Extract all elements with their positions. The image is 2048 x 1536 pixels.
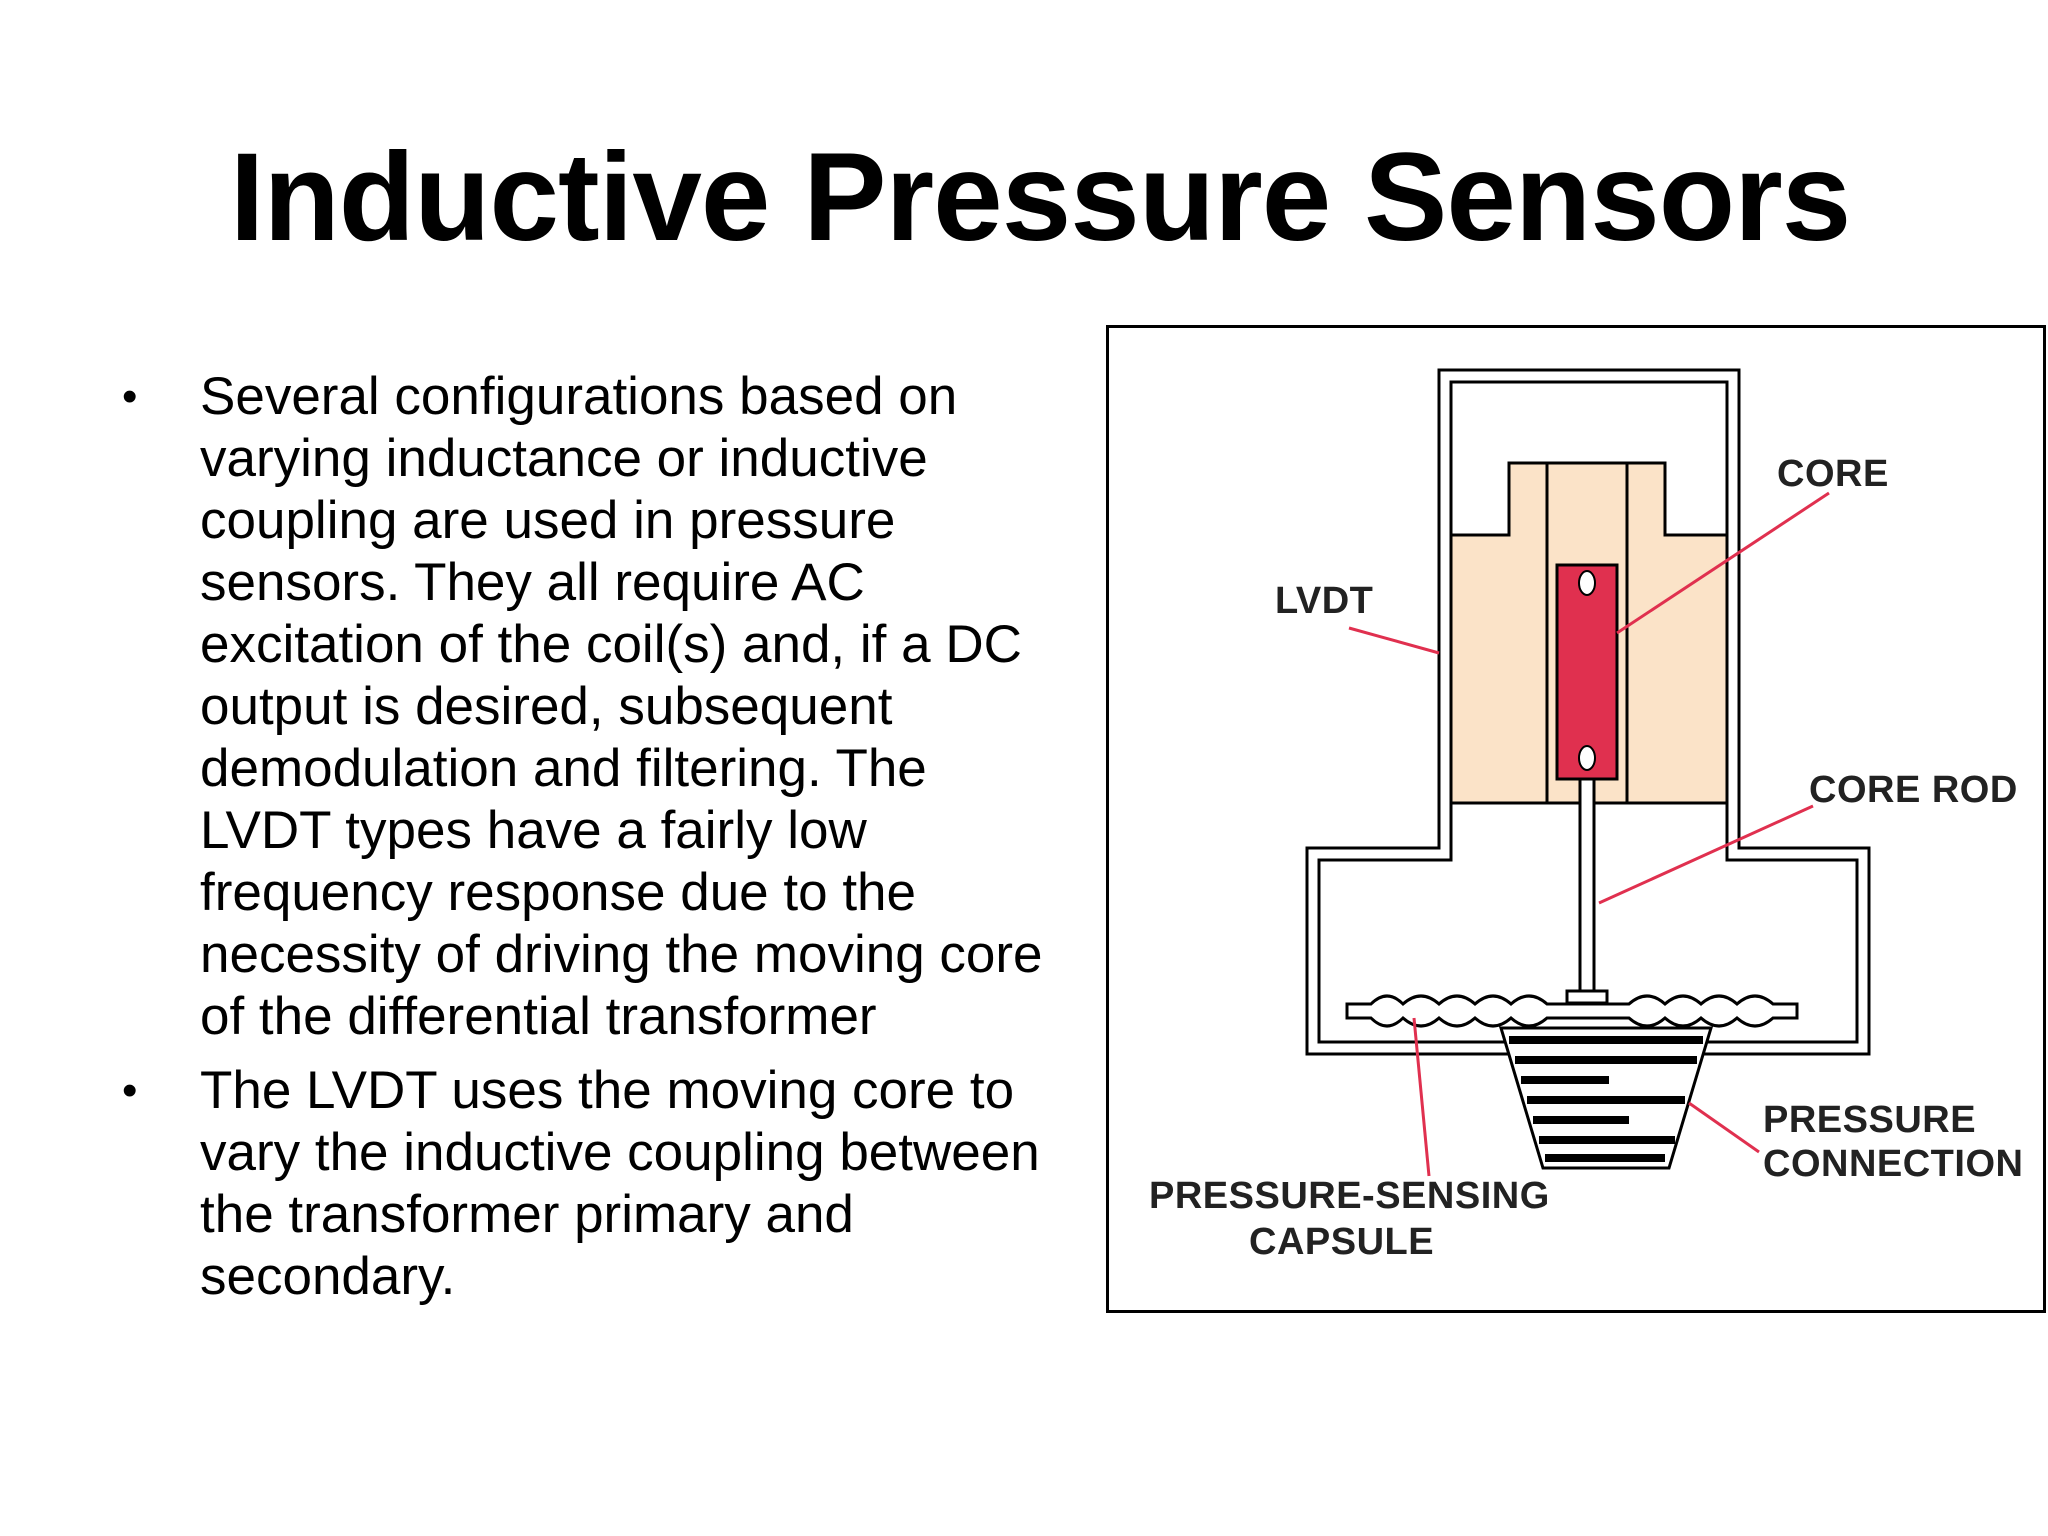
- bullet-text: The LVDT uses the moving core to vary th…: [200, 1061, 1040, 1306]
- pressure-capsule: [1345, 994, 1799, 1028]
- lvdt-diagram: CORE LVDT CORE ROD PRESSURE CONNECTION P…: [1106, 325, 2046, 1313]
- leader-capsule: [1412, 1017, 1431, 1177]
- label-pressure-connection-line2: CONNECTION: [1763, 1143, 2023, 1185]
- leader-pressure-connection: [1688, 1101, 1760, 1154]
- core-pin-bottom: [1578, 745, 1596, 771]
- label-capsule-line1: PRESSURE-SENSING: [1149, 1175, 1550, 1217]
- rod-base: [1565, 989, 1609, 1005]
- label-pressure-connection-line1: PRESSURE: [1763, 1099, 1976, 1141]
- bullet-item: • The LVDT uses the moving core to vary …: [118, 1060, 1048, 1308]
- leader-core: [1616, 491, 1830, 635]
- leader-lvdt: [1348, 626, 1440, 655]
- lvdt-diagram-svg: CORE LVDT CORE ROD PRESSURE CONNECTION P…: [1149, 368, 2023, 1263]
- label-core-rod: CORE ROD: [1809, 769, 2018, 811]
- core-rod: [1578, 777, 1596, 993]
- bullet-item: • Several configurations based on varyin…: [118, 366, 1048, 1048]
- label-core: CORE: [1777, 453, 1889, 495]
- bullet-marker: •: [122, 372, 138, 421]
- connection-threads: [1509, 1036, 1703, 1162]
- leader-core-rod: [1598, 804, 1814, 905]
- housing-outer: [1305, 368, 1871, 1056]
- label-capsule-line2: CAPSULE: [1249, 1221, 1434, 1263]
- bullet-text: Several configurations based on varying …: [200, 367, 1043, 1046]
- leader-lines: [1348, 491, 1830, 1177]
- slide-title: Inductive Pressure Sensors: [229, 128, 1852, 267]
- bullet-list: • Several configurations based on varyin…: [118, 366, 1048, 1320]
- label-lvdt: LVDT: [1275, 580, 1373, 622]
- bullet-marker: •: [122, 1066, 138, 1115]
- core-pin-top: [1578, 570, 1596, 596]
- core: [1555, 563, 1619, 781]
